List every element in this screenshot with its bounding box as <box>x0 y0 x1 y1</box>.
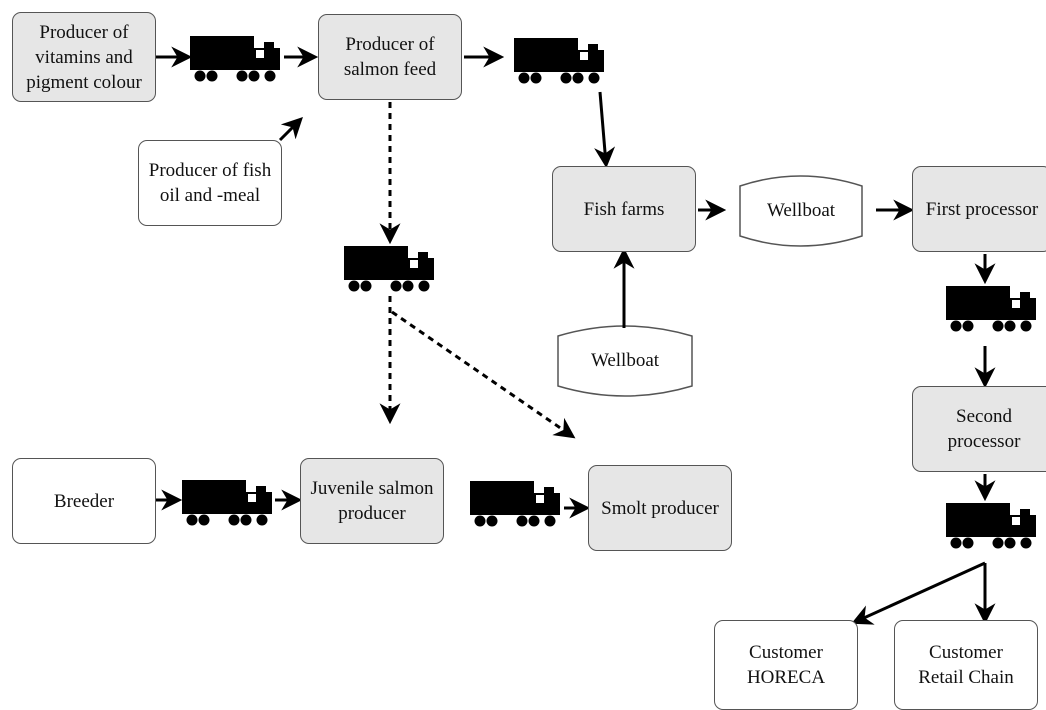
wellboat-top-shape <box>739 175 863 247</box>
dashed-arrow <box>391 310 576 439</box>
truck-icon <box>514 38 604 84</box>
truck-icon <box>946 503 1036 549</box>
truck-icon <box>470 481 560 527</box>
truck-icon <box>344 246 434 292</box>
node-customer-horeca: Customer HORECA <box>714 620 858 710</box>
wellboat-bottom-shape <box>557 325 693 397</box>
node-fish-farms: Fish farms <box>552 166 696 252</box>
node-fish-oil-producer: Producer of fish oil and -meal <box>138 140 282 226</box>
node-second-processor: Second processor <box>912 386 1046 472</box>
node-breeder: Breeder <box>12 458 156 544</box>
node-first-processor: First processor <box>912 166 1046 252</box>
node-salmon-feed-producer: Producer of salmon feed <box>318 14 462 100</box>
node-juvenile-salmon-producer: Juvenile salmon producer <box>300 458 444 544</box>
arrow <box>278 117 303 142</box>
node-vitamins-producer: Producer of vitamins and pigment colour <box>12 12 156 102</box>
node-smolt-producer: Smolt producer <box>588 465 732 551</box>
node-wellboat-top: Wellboat <box>766 200 836 221</box>
truck-icon <box>190 36 280 82</box>
node-customer-retail-chain: Customer Retail Chain <box>894 620 1038 710</box>
arrow <box>851 561 986 625</box>
arrow <box>594 91 616 169</box>
truck-icon <box>182 480 272 526</box>
node-wellboat-bottom: Wellboat <box>590 350 660 371</box>
truck-icon <box>946 286 1036 332</box>
